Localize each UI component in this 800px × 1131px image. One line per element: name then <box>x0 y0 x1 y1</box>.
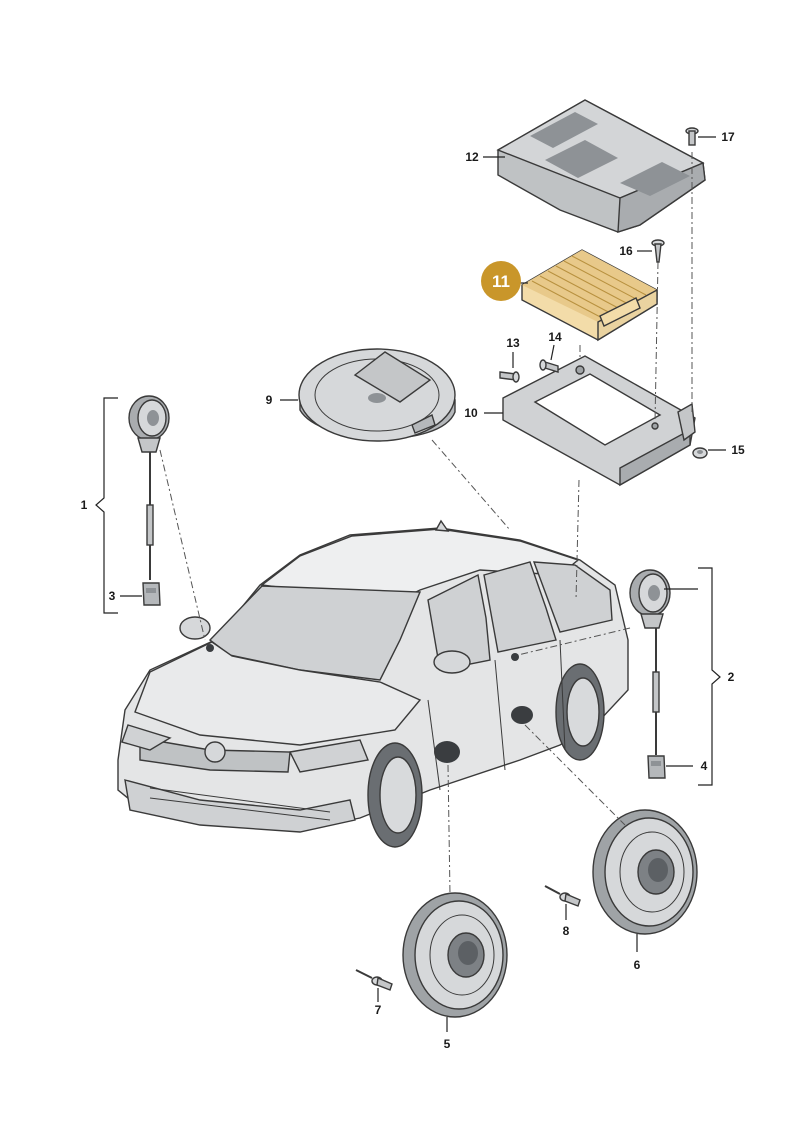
callout-15: 15 <box>731 443 745 457</box>
callout-7: 7 <box>375 1003 382 1017</box>
connector-part-3 <box>142 582 161 606</box>
callout-11: 11 <box>492 272 510 291</box>
connector-part-4 <box>647 755 666 779</box>
callout-3: 3 <box>109 589 116 603</box>
callout-13: 13 <box>506 336 520 350</box>
callout-10: 10 <box>464 406 478 420</box>
callout-5: 5 <box>444 1037 451 1051</box>
screw-part-13 <box>499 371 520 383</box>
assembly-lines <box>159 152 693 896</box>
tweeter-part-1 <box>128 395 170 580</box>
rivet-part-7 <box>355 969 393 991</box>
highlight-callout-11: 11 <box>481 261 521 301</box>
leader-lines <box>95 136 726 1032</box>
callout-17: 17 <box>721 130 735 144</box>
screw-part-16 <box>651 239 665 263</box>
callout-1: 1 <box>81 498 88 512</box>
nut-part-15 <box>692 447 708 459</box>
callout-6: 6 <box>634 958 641 972</box>
tweeter-part-2 <box>629 569 671 755</box>
screw-part-17 <box>685 127 699 146</box>
callout-4: 4 <box>701 759 708 773</box>
subwoofer-part-9 <box>298 348 456 442</box>
callout-8: 8 <box>563 924 570 938</box>
cover-part-12 <box>496 99 706 233</box>
callout-labels: 1 2 3 4 5 6 7 8 9 10 12 13 14 15 16 17 <box>81 130 745 1051</box>
callout-9: 9 <box>266 393 273 407</box>
car-illustration <box>117 519 629 848</box>
callout-14: 14 <box>548 330 562 344</box>
screw-part-14 <box>539 359 559 373</box>
bracket-part-10 <box>502 355 696 487</box>
woofer-part-6 <box>592 809 698 935</box>
amplifier-part-11 <box>521 249 658 342</box>
callout-16: 16 <box>619 244 633 258</box>
rivet-part-8 <box>544 885 581 907</box>
callout-12: 12 <box>465 150 479 164</box>
woofer-part-5 <box>402 892 508 1018</box>
callout-2: 2 <box>728 670 735 684</box>
